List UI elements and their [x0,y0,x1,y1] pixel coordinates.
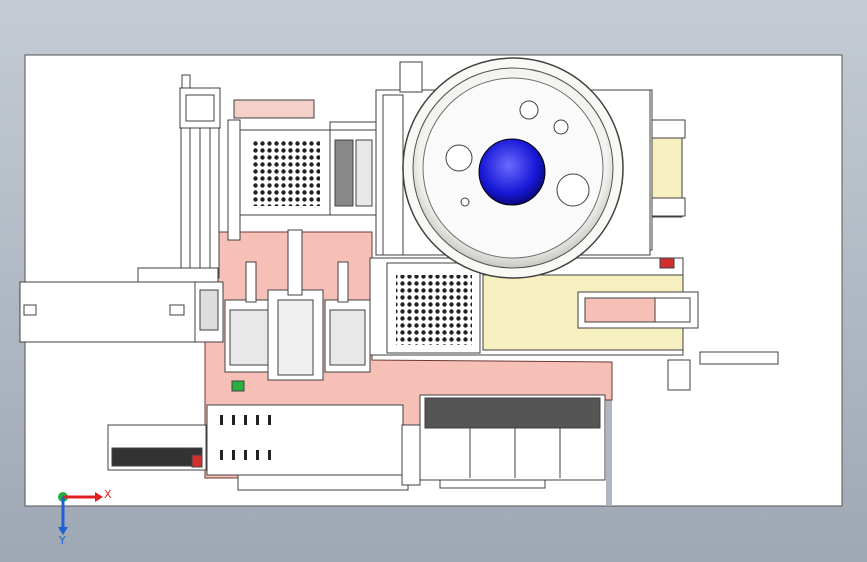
bottom-enclosure [107,404,421,491]
y-axis-label: Y [58,534,66,547]
x-axis-label: X [104,488,112,501]
gripper-assembly [194,229,371,392]
left-column-assembly [179,74,241,279]
axis-triad: X Y [58,488,112,547]
bowl-feeder [375,57,651,279]
sheet-gap-right [606,366,612,506]
bottom-conveyor [419,394,606,489]
feeder-cup [478,138,546,206]
left-control-panel [19,267,219,343]
upper-tray-assembly [233,99,377,216]
